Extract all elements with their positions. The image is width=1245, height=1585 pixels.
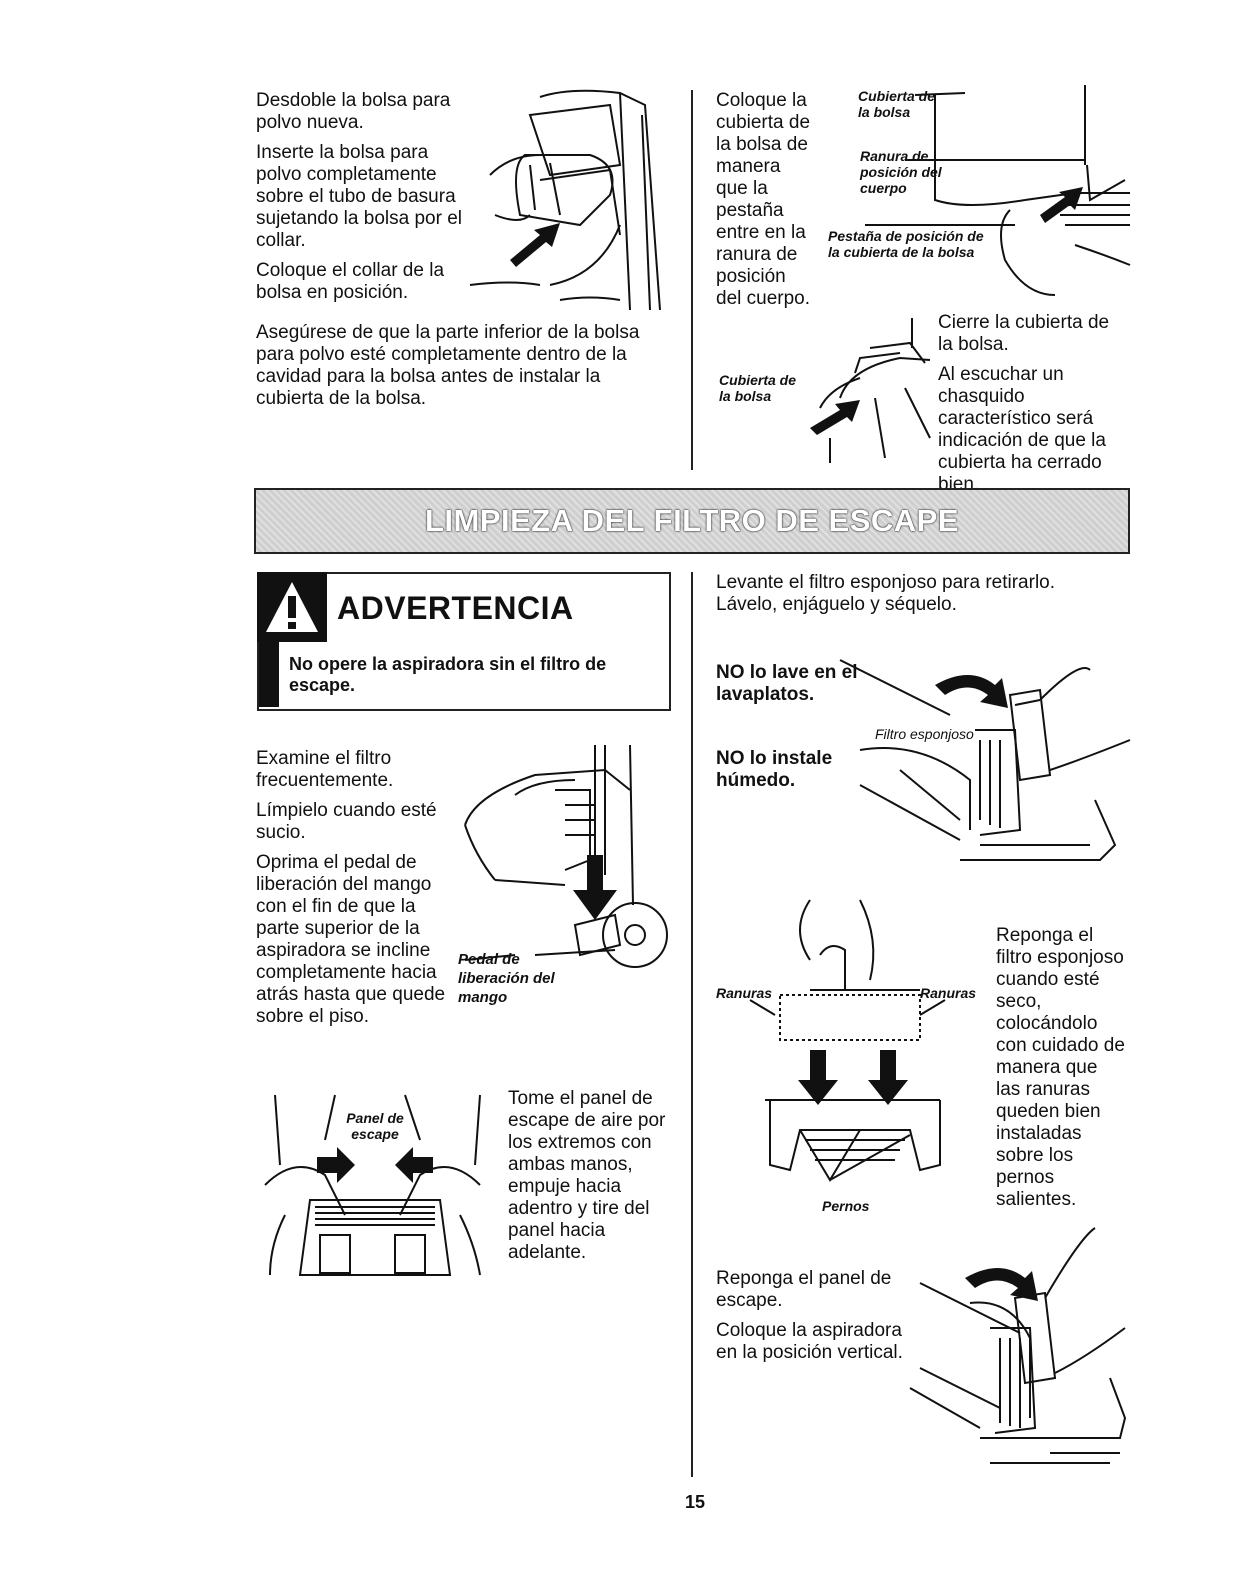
filter-replace-illustration [730,900,990,1200]
lift-arrow-icon [935,675,1008,708]
filter-removal-illustration [840,660,1135,890]
upright-step: Coloque la aspiradora en la posición ver… [716,1320,903,1363]
section-banner: LIMPIEZA DEL FILTRO DE ESCAPE [254,488,1130,554]
slots-label-right: Ranuras [920,985,977,1001]
exhaust-panel-illustration [255,1095,490,1285]
examine-filter-text: Examine el filtro frecuentemente. Límpie… [256,748,456,1036]
no-wet-install-text: NO lo instale húmedo. [716,748,833,791]
section-title: LIMPIEZA DEL FILTRO DE ESCAPE [424,503,960,538]
cover-label: Cubierta de la bolsa [858,88,936,120]
clean-step: Límpielo cuando esté sucio. [256,800,437,843]
down-arrow-left-icon [798,1050,838,1105]
panel-replace-illustration [910,1228,1130,1473]
unfold-bag-text: Desdoble la bolsa para polvo nueva. [256,90,451,133]
warning-box: ADVERTENCIA No opere la aspiradora sin e… [257,572,671,711]
replace-panel-step: Reponga el panel de escape. [716,1268,892,1311]
warning-title: ADVERTENCIA [337,590,574,626]
insert-arrow-icon [510,223,560,267]
remove-panel-text: Tome el panel de escape de aire por los … [508,1088,666,1263]
warning-bar [259,640,279,707]
panel-right-arrow-icon [395,1147,433,1183]
cover-tab-illustration [925,85,1135,300]
slot-label: Ranura de posición del cuerpo [860,148,942,196]
close-cover-step: Cierre la cubierta de la bolsa. [938,312,1110,355]
panel-left-arrow-icon [317,1147,355,1183]
no-dishwasher-text: NO lo lave en el lavaplatos. [716,662,858,705]
bag-insert-illustration [470,85,670,310]
page-number: 15 [684,1492,706,1512]
slots-label-left: Ranuras [716,985,773,1001]
filter-label: Filtro esponjoso [875,726,974,742]
close-cover-text: Cierre la cubierta de la bolsa. Al escuc… [938,312,1123,504]
down-arrow-right-icon [868,1050,908,1105]
column-divider [691,90,693,470]
warning-triangle-icon [266,582,318,632]
bag-bottom-text: Asegúrese de que la parte inferior de la… [256,322,640,409]
click-sound-text: Al escuchar un chasquido característico … [938,364,1106,495]
pedal-arrow-icon [573,855,617,920]
close-cover-illustration [810,318,940,468]
replace-panel-text: Reponga el panel de escape. Coloque la a… [716,1268,916,1372]
lift-filter-text: Levante el filtro esponjoso para retirar… [716,572,1056,615]
insert-bag-text: Inserte la bolsa para polvo completament… [256,142,462,251]
column-divider-bottom [691,572,693,1477]
place-collar-text: Coloque el collar de la bolsa en posició… [256,260,445,303]
warning-text: No opere la aspiradora sin el filtro de … [289,654,607,695]
pedal-step: Oprima el pedal de liberación del mango … [256,852,446,1027]
panel-label: Panel de escape [346,1110,404,1142]
warning-badge [257,572,327,642]
examine-step: Examine el filtro frecuentemente. [256,748,394,791]
place-cover-text: Coloque la cubierta de la bolsa de maner… [716,90,811,309]
pins-label: Pernos [822,1198,870,1214]
replace-filter-text: Reponga el filtro esponjoso cuando esté … [996,925,1125,1210]
tab-arrow-icon [1040,187,1083,223]
tab-label: Pestaña de posición de la cubierta de la… [828,228,984,260]
bag-instructions: Desdoble la bolsa para polvo nueva. Inse… [256,90,471,312]
replace-arrow-icon [965,1268,1038,1301]
cover-label-2: Cubierta de la bolsa [719,372,797,404]
vacuum-tilt-illustration [455,745,680,975]
close-arrow-icon [810,400,860,435]
